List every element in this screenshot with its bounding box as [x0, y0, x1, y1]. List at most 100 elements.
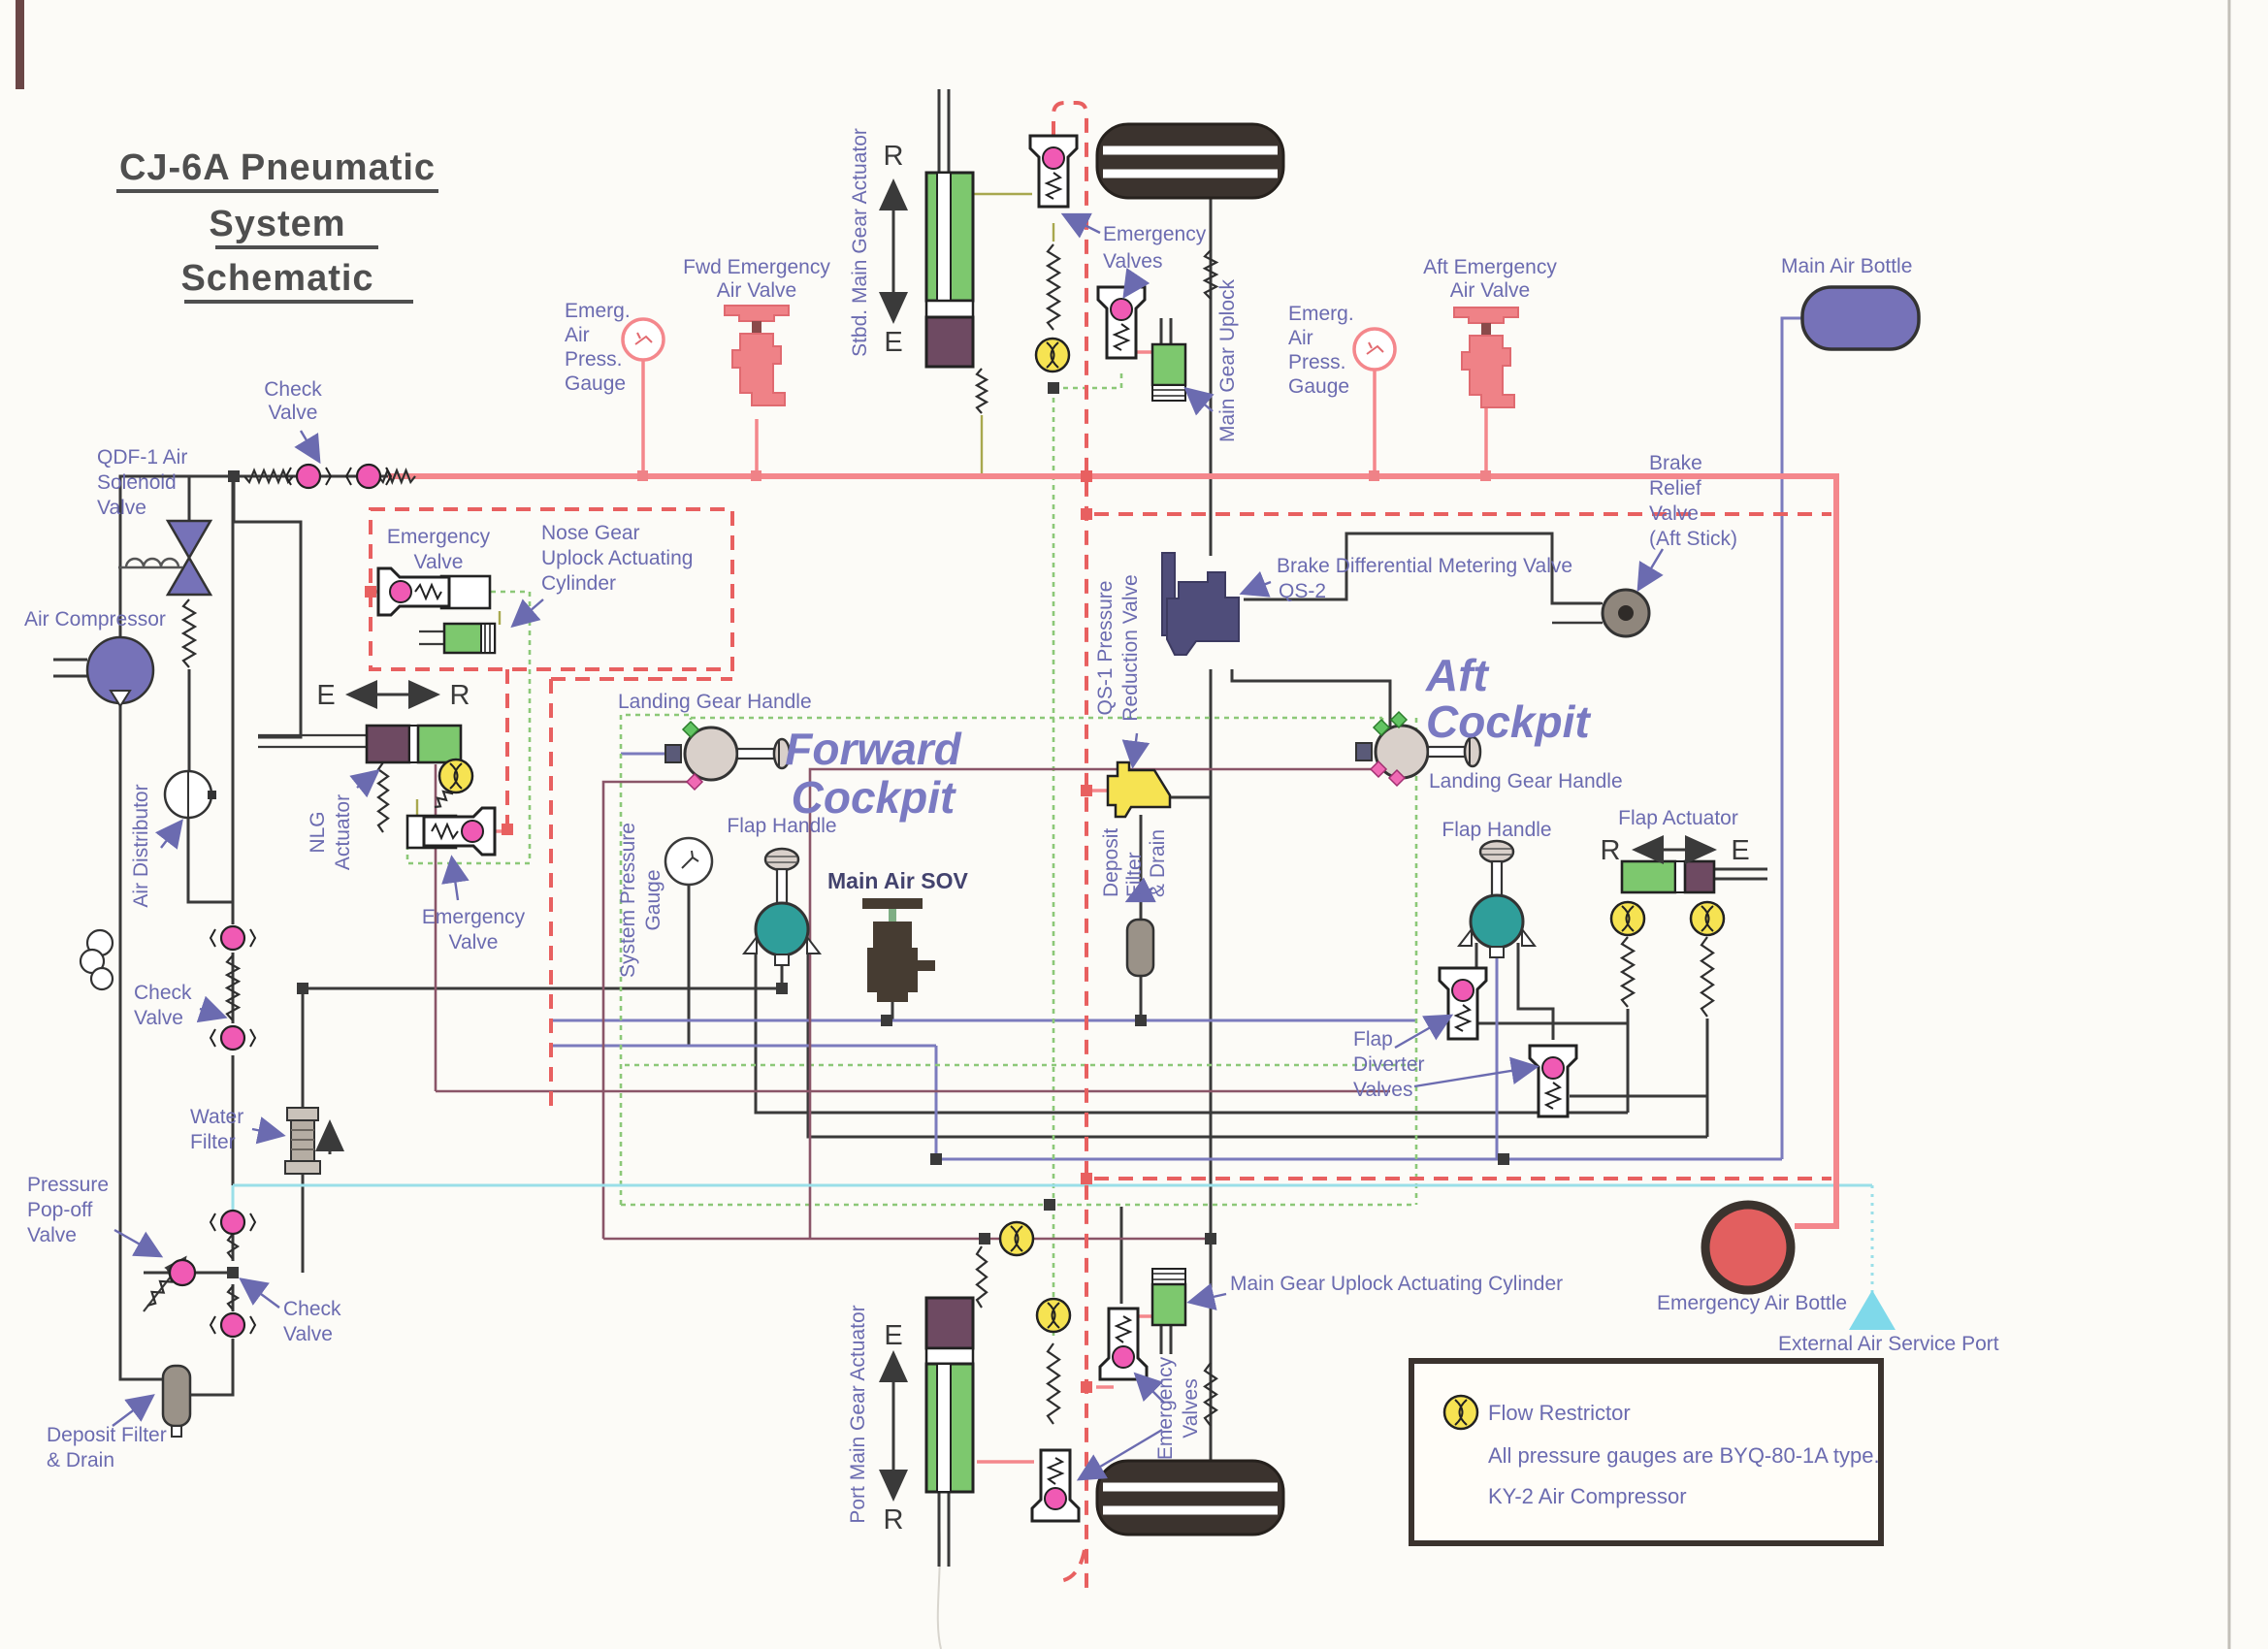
nose-emergency-valve-1-icon: [376, 566, 492, 617]
flap-diverter-valve-2-icon: [1528, 1044, 1578, 1118]
legend-flow-restrictor: Flow Restrictor: [1488, 1401, 1631, 1425]
label-check-left2: Valve: [134, 1007, 183, 1029]
label-nlg-r: R: [450, 680, 470, 711]
label-aft-g2: Air: [1288, 327, 1313, 349]
label-port-e: E: [884, 1320, 902, 1351]
label-nose-ev1a: Emergency: [387, 526, 491, 548]
label-main-air-bottle: Main Air Bottle: [1781, 255, 1912, 277]
labels-forward: Fwd Emergency Air Valve Emerg. Air Press…: [565, 256, 968, 978]
label-check-valve-top2: Valve: [269, 402, 318, 424]
nose-emergency-valve-2-icon: [405, 806, 497, 857]
label-port-r: R: [884, 1504, 904, 1536]
label-fwd-g4: Gauge: [565, 372, 626, 395]
label-fwd-lgh: Landing Gear Handle: [618, 691, 812, 713]
label-fwd-g1: Emerg.: [565, 300, 631, 322]
label-emergency-air-bottle: Emergency Air Bottle: [1657, 1292, 1847, 1314]
legend-gauge-note: All pressure gauges are BYQ-80-1A type.: [1488, 1443, 1880, 1468]
labels-bottom: Port Main Gear Actuator E R Main Gear Up…: [847, 1273, 1999, 1536]
cyan-pneumatic-lines: [231, 1183, 1895, 1330]
fwd-emergency-air-pressure-gauge-icon: [621, 317, 665, 362]
label-check-left1: Check: [134, 982, 192, 1004]
label-uplock-bottom: Main Gear Uplock Actuating Cylinder: [1230, 1273, 1563, 1295]
label-water2: Filter: [190, 1131, 236, 1153]
flap-flow-restrictor-1-icon: [1609, 900, 1646, 937]
label-fwd-g3: Press.: [565, 348, 623, 371]
label-flap-r: R: [1601, 835, 1621, 866]
port-emergency-valve-2-icon: [1030, 1448, 1081, 1523]
label-air-compressor: Air Compressor: [24, 608, 166, 630]
label-brv3: Valve: [1649, 502, 1699, 525]
label-qs2a: Brake Differential Metering Valve: [1277, 555, 1572, 577]
label-sys-gauge2: Gauge: [642, 869, 664, 930]
label-nlg-e: E: [316, 680, 335, 711]
label-deposit-left1: Deposit Filter: [47, 1424, 167, 1446]
main-air-bottle-icon: [1800, 285, 1921, 351]
air-compressor-icon: [85, 635, 155, 708]
label-nose-ev2a: Emergency: [422, 906, 526, 928]
label-qdf1: QDF-1 Air: [97, 446, 187, 469]
label-aft-g3: Press.: [1288, 351, 1346, 373]
label-nose-ev2b: Valve: [449, 931, 499, 954]
main-gear-uplock-cylinder-bottom-icon: [1150, 1268, 1187, 1327]
label-stbd-r: R: [884, 141, 904, 172]
junction-squares: [227, 382, 1509, 1393]
aft-emergency-air-pressure-gauge-icon: [1352, 327, 1397, 372]
label-popoff3: Valve: [27, 1224, 77, 1246]
label-forward-cockpit1: Forward: [785, 724, 961, 774]
main-air-sov-icon: [862, 898, 935, 1002]
label-deposit-left2: & Drain: [47, 1449, 114, 1471]
callout-arrows: [112, 212, 1665, 1481]
water-filter-icon: [284, 1107, 321, 1175]
maroon-pneumatic-lines: [434, 764, 1390, 1241]
nose-flow-restrictor-icon: [437, 758, 474, 794]
label-stbd-e: E: [884, 327, 902, 358]
emergency-air-bottle-icon: [1701, 1200, 1796, 1295]
label-ev-top2: Valves: [1103, 250, 1162, 273]
title-block: CJ-6A Pneumatic System Schematic: [116, 147, 438, 304]
aft-emergency-air-valve-icon: [1453, 307, 1519, 408]
label-aft-cockpit1: Aft: [1425, 650, 1490, 700]
stbd-flow-restrictor-icon: [1034, 337, 1071, 373]
green-pneumatic-lines: [405, 192, 1418, 1341]
label-aft-g1: Emerg.: [1288, 303, 1354, 325]
label-fd1: Flap: [1353, 1028, 1393, 1051]
label-qdf3: Valve: [97, 497, 146, 519]
label-fwd-eav2: Air Valve: [717, 279, 796, 302]
label-qdf2: Solenoid: [97, 471, 177, 494]
label-brv1: Brake: [1649, 452, 1702, 474]
labels-center: Brake Relief Valve (Aft Stick) Brake Dif…: [1094, 452, 1737, 897]
nose-uplock-cylinder-icon: [442, 622, 497, 655]
label-brv4: (Aft Stick): [1649, 528, 1737, 550]
flow-restrictor-legend-icon: [1442, 1394, 1479, 1431]
label-air-distributor: Air Distributor: [130, 784, 152, 907]
label-aft-cockpit2: Cockpit: [1426, 696, 1591, 747]
label-external-air-port: External Air Service Port: [1778, 1333, 1999, 1355]
external-air-service-port-icon: [1849, 1290, 1895, 1330]
qs2-brake-differential-metering-valve-icon: [1161, 552, 1240, 656]
label-dep-c2: Filter: [1123, 852, 1146, 897]
blue-pneumatic-lines: [551, 316, 1802, 1161]
label-qs2b: QS-2: [1279, 580, 1326, 602]
label-flap-e: E: [1731, 835, 1749, 866]
deposit-filter-center-icon: [1125, 918, 1155, 978]
label-flap-actuator: Flap Actuator: [1618, 807, 1738, 829]
label-nose-cyl1: Nose Gear: [541, 522, 640, 544]
label-dep-c1: Deposit: [1100, 828, 1122, 897]
label-check-bottom1: Check: [283, 1298, 341, 1320]
label-nose-cyl3: Cylinder: [541, 572, 616, 595]
labels-nose: Emergency Valve Nose Gear Uplock Actuati…: [307, 522, 693, 954]
label-nlg1: NLG: [307, 811, 329, 853]
page-title-line1: CJ-6A Pneumatic: [119, 147, 436, 188]
port-flow-restrictor-1-icon: [998, 1220, 1035, 1257]
label-check-bottom2: Valve: [283, 1323, 333, 1345]
fwd-emergency-air-valve-icon: [724, 305, 790, 406]
aft-landing-gear-handle: [1354, 710, 1482, 788]
brake-relief-valve-icon: [1552, 588, 1651, 638]
label-aft-eav1: Aft Emergency: [1423, 256, 1557, 278]
label-aft-lgh: Landing Gear Handle: [1429, 770, 1623, 792]
green-diamond-icon: [1372, 710, 1409, 737]
system-pressure-gauge-icon: [664, 836, 714, 887]
main-gear-uplock-cylinder-top-icon: [1150, 342, 1187, 402]
direction-arrows: [345, 178, 1717, 1502]
nlg-actuator-icon: [365, 724, 463, 764]
